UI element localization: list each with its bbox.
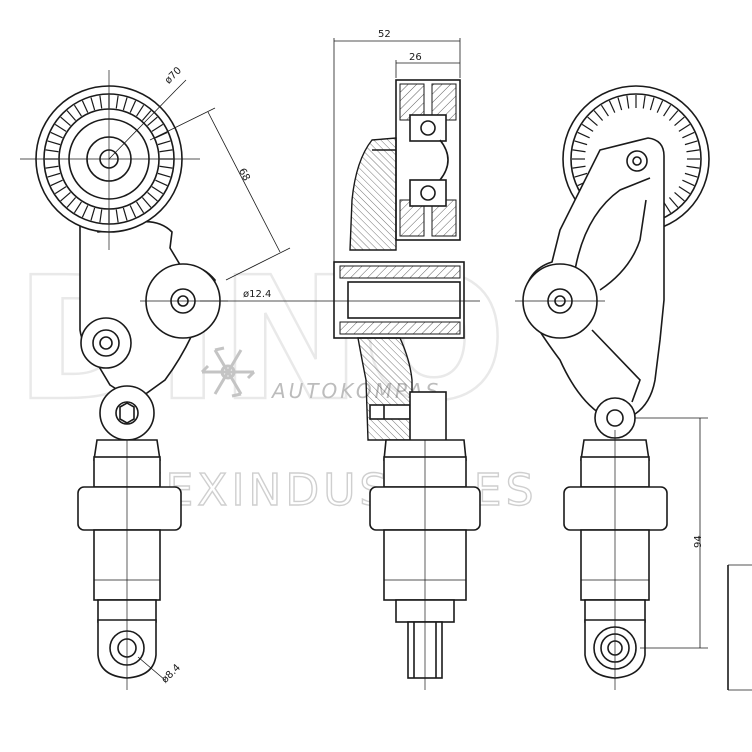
groove-line [157, 140, 171, 146]
groove-line [608, 100, 616, 113]
groove-line [686, 149, 700, 153]
left-view: ø70 68 ø12.4 ø8.4 [20, 65, 300, 690]
groove-line [593, 110, 604, 121]
groove-line [129, 100, 137, 113]
groove-line [155, 179, 168, 187]
groove-line [99, 95, 103, 109]
groove-line [572, 165, 586, 169]
groove-line [66, 110, 77, 121]
groove-line [50, 179, 63, 187]
groove-line [115, 209, 119, 223]
groove-line [99, 209, 103, 223]
groove-line [600, 104, 609, 117]
groove-line [577, 131, 590, 139]
groove-line [90, 207, 96, 221]
groove-line [617, 97, 623, 111]
groove-line [141, 110, 152, 121]
groove-line [686, 165, 700, 169]
groove-line [73, 104, 82, 117]
groove-line [574, 172, 588, 178]
groove-line [674, 116, 685, 127]
groove-line [136, 201, 145, 214]
groove-line [147, 116, 158, 127]
dim-damper-length: 94 [693, 535, 704, 548]
groove-line [155, 131, 168, 139]
groove-line [47, 140, 61, 146]
groove-line [60, 116, 71, 127]
right-view: 94 [515, 85, 752, 691]
groove-line [656, 100, 664, 113]
groove-line [147, 191, 158, 202]
groove-line [54, 186, 67, 195]
groove-line [642, 95, 646, 109]
groove-line [574, 140, 588, 146]
groove-line [682, 131, 695, 139]
groove-line [47, 172, 61, 178]
groove-line [663, 104, 672, 117]
groove-line [151, 123, 164, 132]
groove-line [66, 197, 77, 208]
dim-center-distance: 68 [236, 167, 252, 183]
dim-pulley-diameter: ø70 [163, 65, 184, 86]
groove-line [678, 186, 691, 195]
groove-line [684, 140, 698, 146]
groove-line [157, 172, 171, 178]
groove-line [122, 207, 128, 221]
brand-logo-icon [200, 346, 256, 398]
groove-line [151, 186, 164, 195]
groove-line [73, 201, 82, 214]
groove-line [581, 123, 594, 132]
groove-line [90, 97, 96, 111]
groove-line [159, 149, 173, 153]
section-view: 52 26 [300, 29, 481, 690]
groove-line [141, 197, 152, 208]
groove-line [115, 95, 119, 109]
groove-line [668, 110, 679, 121]
groove-line [684, 172, 698, 178]
dim-overall-width: 52 [378, 29, 391, 40]
groove-line [60, 191, 71, 202]
groove-line [129, 205, 137, 218]
groove-line [45, 165, 59, 169]
groove-line [682, 179, 695, 187]
groove-line [45, 149, 59, 153]
groove-line [674, 191, 685, 202]
groove-line [678, 123, 691, 132]
dim-pulley-width: 26 [409, 52, 422, 63]
groove-line [54, 123, 67, 132]
groove-line [136, 104, 145, 117]
groove-line [587, 116, 598, 127]
groove-line [668, 197, 679, 208]
dim-eye-diameter: ø8.4 [160, 662, 183, 685]
groove-line [122, 97, 128, 111]
pulley-grooves [45, 95, 173, 223]
groove-line [572, 149, 586, 153]
groove-line [649, 97, 655, 111]
groove-line [159, 165, 173, 169]
groove-line [81, 100, 89, 113]
groove-line [50, 131, 63, 139]
dim-idler-diameter: ø12.4 [243, 289, 271, 300]
groove-line [626, 95, 630, 109]
groove-line [81, 205, 89, 218]
